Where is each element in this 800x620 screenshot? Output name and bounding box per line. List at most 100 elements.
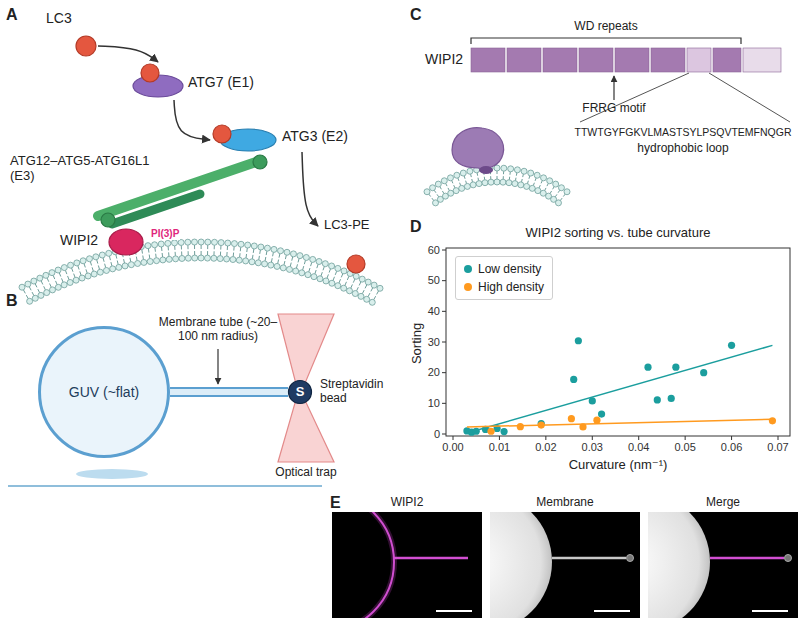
lipid-head bbox=[225, 240, 231, 246]
image-label: Membrane bbox=[536, 496, 593, 510]
lipid-tail bbox=[458, 178, 459, 181]
enzyme-node: ATG3 (E2) bbox=[210, 118, 352, 152]
lipid-tail bbox=[351, 284, 353, 288]
lipid-tail bbox=[201, 245, 202, 249]
lipid-head bbox=[564, 189, 570, 195]
lipid-head bbox=[38, 292, 44, 298]
lipid-tail bbox=[547, 183, 548, 186]
lipid-head bbox=[317, 276, 323, 282]
lipid-tail bbox=[509, 177, 510, 180]
loop-insertion bbox=[479, 166, 493, 174]
lipid-head bbox=[371, 282, 377, 288]
lipid-head bbox=[198, 239, 204, 245]
lipid-tail bbox=[347, 276, 349, 280]
lipid-head bbox=[293, 268, 299, 274]
lipid-tail bbox=[136, 257, 138, 261]
lipid-tail bbox=[258, 256, 260, 260]
lipid-head bbox=[154, 258, 160, 264]
membrane-tube bbox=[170, 387, 288, 397]
lipid-tail bbox=[115, 255, 117, 259]
tick-mark bbox=[442, 434, 446, 435]
enzyme-node: ATG7 (E1) bbox=[130, 62, 258, 100]
lipid-head bbox=[160, 257, 166, 263]
lipid-head bbox=[299, 270, 305, 276]
lipid-head bbox=[482, 180, 488, 186]
tick-mark bbox=[778, 436, 779, 440]
lipid-head bbox=[31, 278, 37, 284]
lipid-head bbox=[19, 284, 25, 290]
complex-rod bbox=[112, 194, 200, 224]
chart-legend: Low densityHigh density bbox=[455, 256, 553, 300]
lipid-tail bbox=[129, 258, 131, 262]
lipid-head bbox=[68, 262, 74, 268]
lipid-head bbox=[44, 290, 50, 296]
lipid-tail bbox=[477, 173, 479, 176]
data-point bbox=[570, 376, 577, 383]
bead-signal bbox=[627, 555, 634, 562]
lipid-head bbox=[245, 242, 251, 248]
lipid-head bbox=[435, 181, 441, 187]
lipid-tail bbox=[558, 190, 560, 192]
scale-bar bbox=[752, 610, 788, 612]
lipid-tail bbox=[154, 248, 155, 252]
domain-segment bbox=[579, 48, 613, 72]
lipid-head bbox=[514, 167, 520, 173]
trap-beam bbox=[278, 396, 334, 462]
sequence-text: TTWTGYFGKVLMASTSYLPSQVTEMFNQGR bbox=[574, 126, 791, 138]
data-point bbox=[517, 423, 524, 430]
lipid-tail bbox=[168, 246, 169, 250]
tick-label: 60 bbox=[428, 244, 440, 257]
lipid-tail bbox=[448, 188, 449, 191]
lipid-tail bbox=[454, 185, 455, 188]
protein-label: LC3 bbox=[46, 10, 72, 26]
lipid-head bbox=[185, 255, 191, 261]
lipid-head bbox=[286, 266, 292, 272]
leader-arrow bbox=[217, 349, 218, 384]
lipid-tail bbox=[59, 273, 61, 277]
legend-swatch bbox=[464, 265, 472, 273]
lipid-tail bbox=[207, 245, 208, 249]
lipid-head bbox=[341, 268, 347, 274]
tick-label: 10 bbox=[428, 397, 440, 410]
lipid-head bbox=[192, 255, 198, 261]
lipid-tail bbox=[32, 292, 34, 296]
trap-beam bbox=[278, 314, 334, 388]
scale-bar bbox=[436, 610, 472, 612]
data-point bbox=[579, 423, 586, 430]
lc3-sphere bbox=[347, 255, 365, 273]
tick-label: 0.01 bbox=[489, 441, 510, 454]
lipid-head bbox=[369, 299, 375, 305]
complex-knob bbox=[101, 213, 115, 227]
guv-glow bbox=[332, 512, 394, 618]
lipid-tail bbox=[110, 262, 112, 266]
data-point bbox=[538, 422, 545, 429]
lipid-tail bbox=[188, 251, 189, 255]
data-series bbox=[463, 337, 772, 436]
lipid-tail bbox=[272, 252, 274, 256]
micrograph-content bbox=[648, 512, 792, 618]
repeat-bracket bbox=[471, 38, 741, 44]
data-point bbox=[672, 364, 679, 371]
lipid-head bbox=[264, 245, 270, 251]
tick-label: 0.02 bbox=[535, 441, 556, 454]
lipid-tail bbox=[555, 194, 557, 196]
axis-title: Curvature (nm⁻¹) bbox=[569, 458, 668, 473]
reaction-arrow bbox=[98, 46, 158, 62]
lipid-head bbox=[185, 239, 191, 245]
lipid-tail bbox=[298, 259, 299, 263]
lipid-tail bbox=[353, 279, 355, 283]
lipid-tail bbox=[333, 277, 334, 281]
lipid-head bbox=[494, 179, 500, 185]
lipid-head bbox=[128, 262, 134, 268]
lipid-tail bbox=[141, 250, 143, 254]
legend-text: High density bbox=[478, 280, 544, 294]
lipid-head bbox=[32, 295, 38, 301]
lipid-head bbox=[91, 271, 97, 277]
lipid-tail bbox=[452, 181, 453, 184]
data-point bbox=[728, 342, 735, 349]
lipid-head bbox=[224, 256, 230, 262]
lipid-tail bbox=[253, 249, 255, 253]
image-label: Merge bbox=[706, 496, 740, 510]
data-point bbox=[589, 397, 596, 404]
